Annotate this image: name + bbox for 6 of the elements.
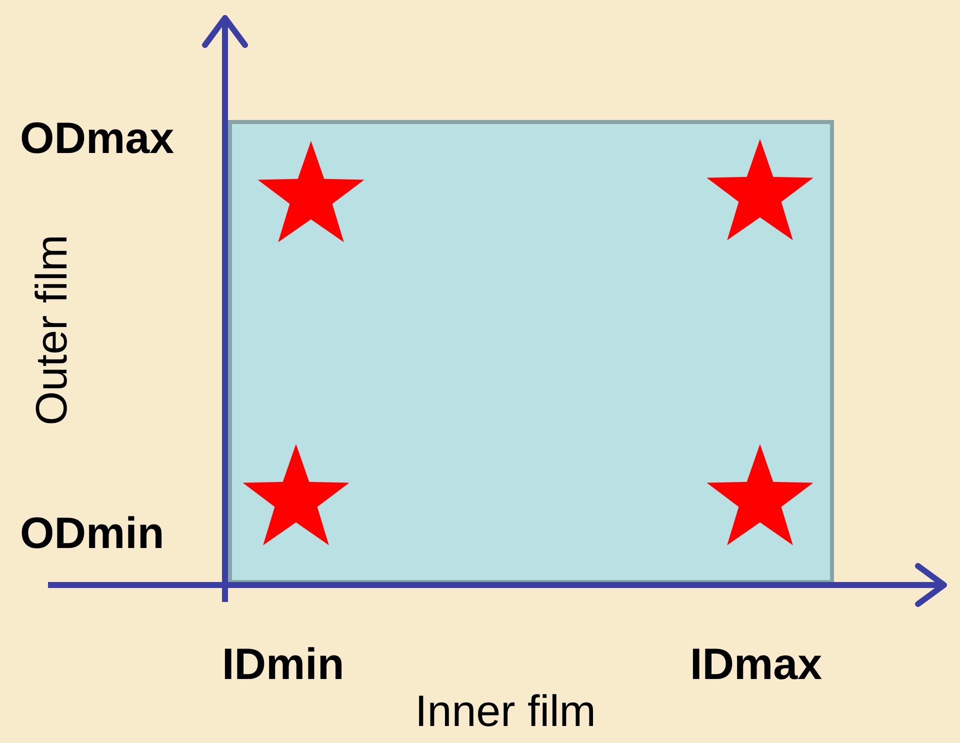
axis-title: Inner film [415, 690, 596, 734]
axis-label: ODmax [20, 117, 174, 161]
axis-label: ODmin [20, 512, 164, 556]
axis-title: Outer film [30, 234, 74, 426]
axis-label: IDmin [222, 643, 344, 687]
axis-label: IDmax [690, 643, 822, 687]
